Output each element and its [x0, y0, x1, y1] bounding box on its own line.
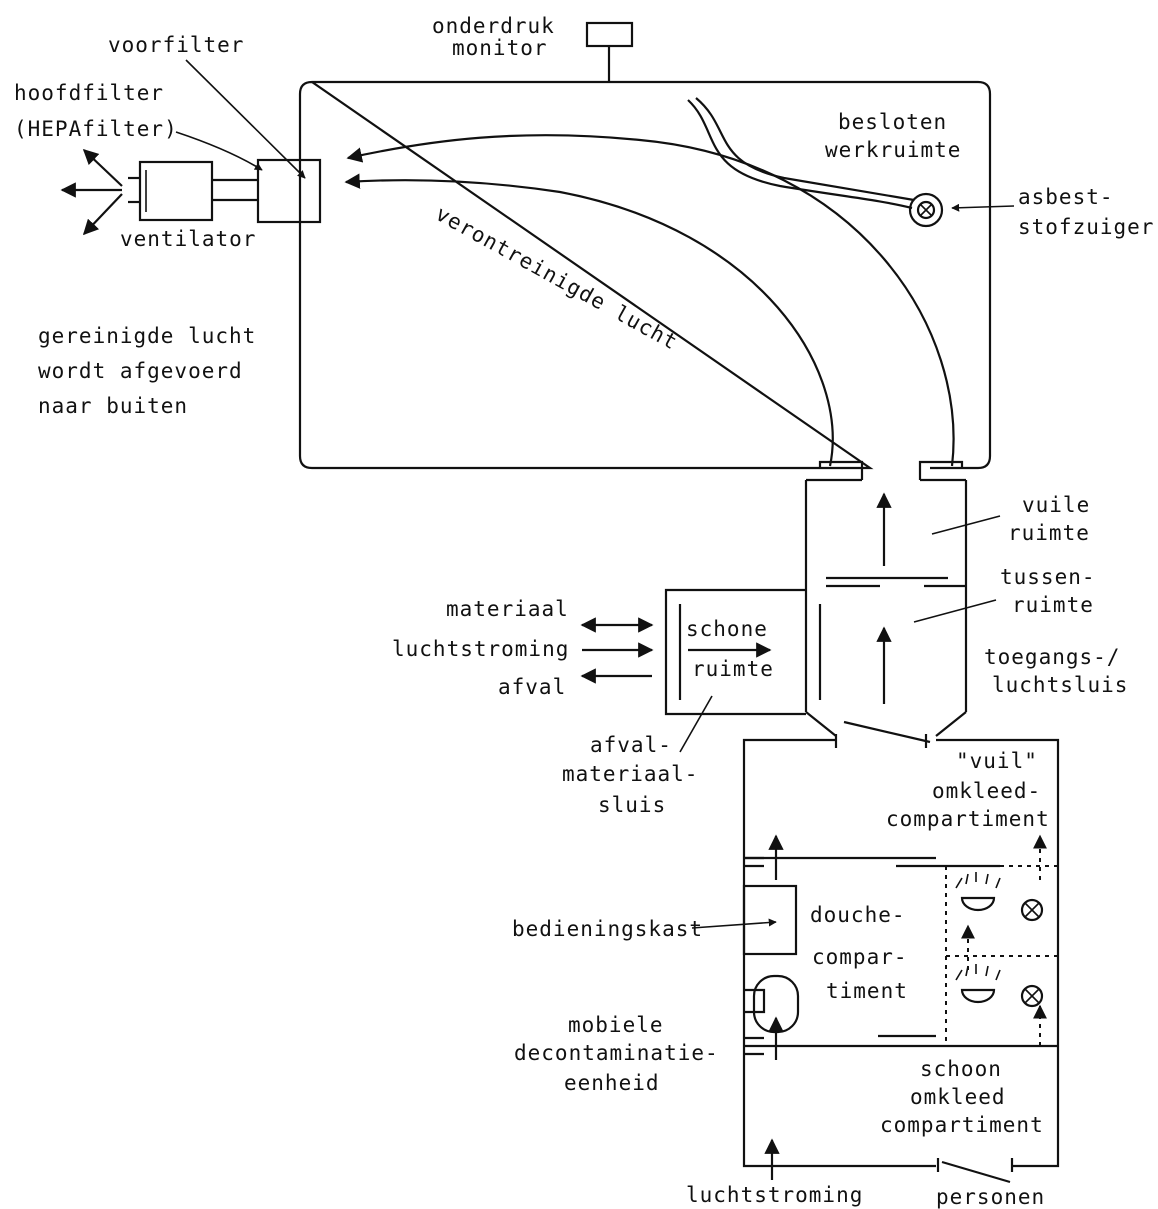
- onderdruk-monitor-box: [585, 21, 634, 48]
- bedieningskast-pointer: [691, 918, 777, 929]
- shower-head-icon: [960, 896, 996, 912]
- vuile-label-1: vuile: [1022, 493, 1090, 517]
- luchtstroming-bottom-label: luchtstroming: [686, 1183, 863, 1207]
- afval-mat-label-1: afval-: [590, 733, 672, 757]
- gereinigde-lucht-label-1: gereinigde lucht: [38, 324, 256, 348]
- corridor-funnel: [805, 711, 967, 737]
- shower-head-icon-2: [960, 988, 996, 1004]
- x2: [1024, 902, 1040, 918]
- entry-door: [843, 720, 931, 744]
- douche-label-3: timent: [826, 979, 908, 1003]
- schone-ruimte-box: [664, 588, 806, 716]
- circle-x-icon-2: [1020, 984, 1044, 1008]
- tussen-label-1: tussen-: [1000, 565, 1096, 589]
- bedieningskast-label: bedieningskast: [512, 917, 703, 941]
- asbeststofzuiger-pointer: [951, 203, 1015, 212]
- afval-label: afval: [498, 675, 566, 699]
- schone-label-2: ruimte: [692, 657, 774, 681]
- vuil-label-3: compartiment: [886, 807, 1050, 831]
- afval-mat-label-3: sluis: [598, 793, 666, 817]
- luchtstroming-left-label: luchtstroming: [392, 637, 569, 661]
- hoofdfilter-label-2: (HEPAfilter): [14, 117, 178, 141]
- voorfilter-label: voorfilter: [108, 33, 244, 57]
- asbest-label-1: asbest-: [1018, 185, 1114, 209]
- afval-mat-label-2: materiaal-: [562, 762, 698, 786]
- schoon-label-3: compartiment: [880, 1113, 1044, 1137]
- vuil-label-1: "vuil": [956, 749, 1038, 773]
- schoon-label-1: schoon: [920, 1057, 1002, 1081]
- personen-label: personen: [936, 1185, 1045, 1209]
- ventilator-label: ventilator: [120, 227, 256, 251]
- besloten-werkruimte-outline: [298, 80, 992, 470]
- voorfilter-pointer: [185, 59, 306, 179]
- besloten-label-2: werkruimte: [825, 138, 961, 162]
- asbest-label-2: stofzuiger: [1018, 215, 1154, 239]
- bedieningskast-box: [742, 884, 798, 956]
- hoofdfilter-label-1: hoofdfilter: [14, 81, 164, 105]
- mobiele-label-2: decontaminatie-: [514, 1041, 719, 1065]
- gereinigde-lucht-label-2: wordt afgevoerd: [38, 359, 243, 383]
- verontreinigde-lucht-label: verontreinigde lucht: [432, 201, 682, 354]
- ventilator-box: [138, 160, 214, 222]
- afval-mat-pointer: [679, 695, 713, 753]
- gereinigde-lucht-label-3: naar buiten: [38, 394, 188, 418]
- enclosure-opening: [818, 460, 964, 480]
- onderdruk-monitor-label-1: onderdruk: [432, 14, 555, 38]
- schone-label-1: schone: [686, 617, 768, 641]
- airflow-curve-outer: [346, 134, 955, 467]
- x4: [1024, 988, 1040, 1004]
- vuil-label-2: omkleed-: [932, 779, 1041, 803]
- stofzuiger-hose: [687, 99, 913, 210]
- exhaust-arrow-down: [82, 193, 123, 236]
- decon-tank-handle: [744, 988, 766, 1014]
- asbeststofzuiger-icon: [908, 192, 944, 228]
- shower-head-spray-2: [955, 964, 1001, 981]
- circle-x-icon: [1020, 898, 1044, 922]
- douche-label-1: douche-: [810, 903, 906, 927]
- exit-door: [941, 1160, 1011, 1184]
- vuile-label-2: ruimte: [1008, 521, 1090, 545]
- tussen-label-2: ruimte: [1012, 593, 1094, 617]
- toegangs-label-1: toegangs-/: [984, 645, 1120, 669]
- schoon-label-2: omkleed: [910, 1085, 1006, 1109]
- hoofdfilter-pointer: [175, 131, 263, 171]
- tussen-pointer: [913, 599, 997, 623]
- douche-label-2: compar-: [812, 945, 908, 969]
- mobiele-label-1: mobiele: [568, 1013, 664, 1037]
- stofzuiger-hose-2: [695, 97, 915, 202]
- mobiele-label-3: eenheid: [564, 1071, 660, 1095]
- airflow-curve-inner: [344, 173, 834, 467]
- x-mark-2: [919, 203, 933, 217]
- shower-head-spray: [955, 872, 1001, 889]
- exhaust-arrow-up: [82, 148, 123, 187]
- voorfilter-box: [256, 158, 322, 224]
- materiaal-label: materiaal: [446, 597, 569, 621]
- toegangs-label-2: luchtsluis: [992, 673, 1128, 697]
- asbeststofzuiger-icon-inner: [916, 200, 936, 220]
- onderdruk-monitor-label-2: monitor: [452, 36, 548, 60]
- besloten-label-1: besloten: [838, 110, 947, 134]
- vuile-pointer: [931, 515, 1001, 535]
